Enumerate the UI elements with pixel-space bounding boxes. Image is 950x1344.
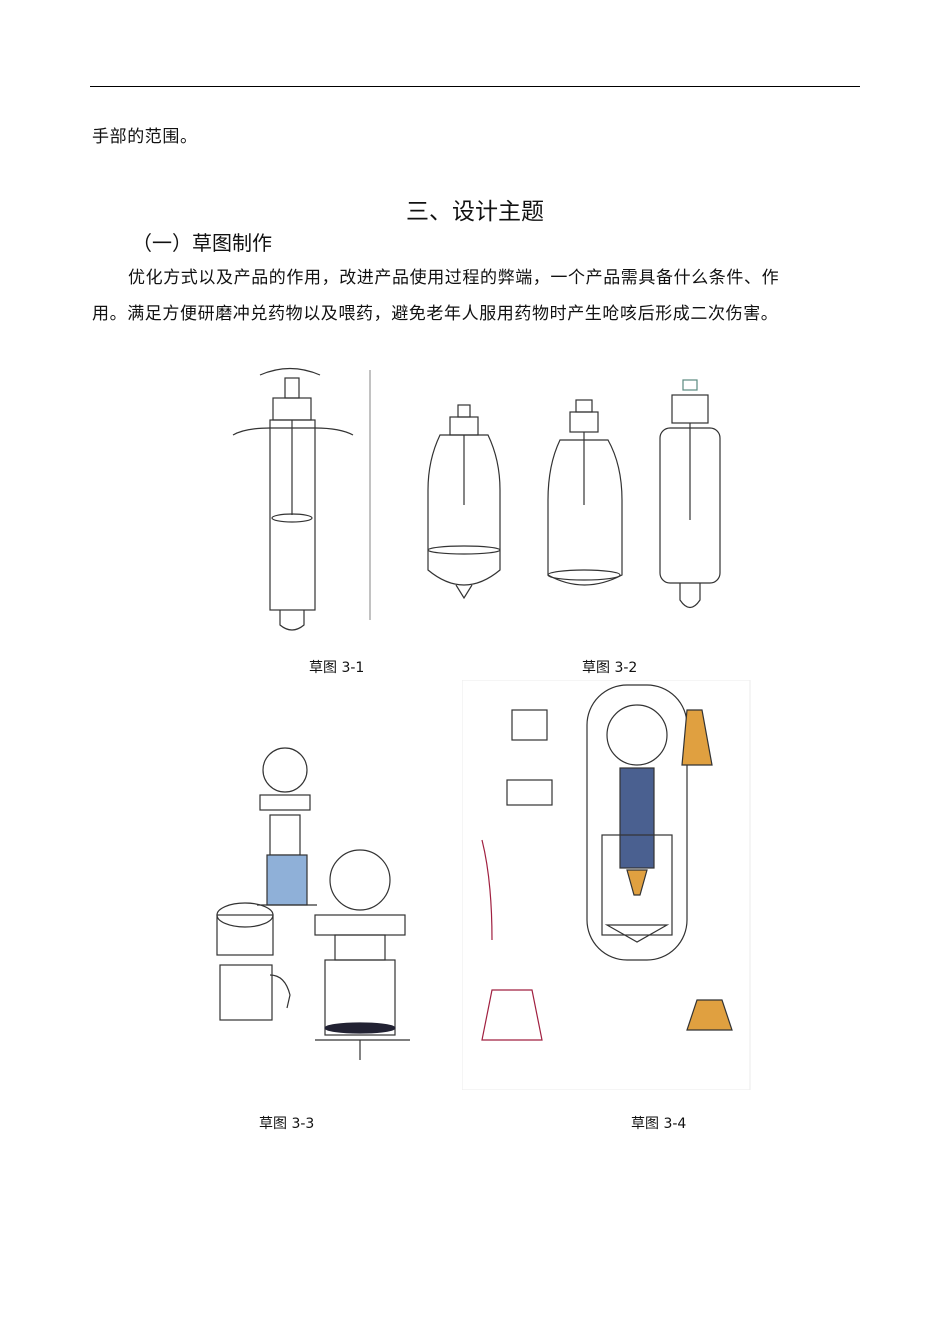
section-title: 三、设计主题 [406,199,544,225]
sketch-3-4-image [462,680,751,1090]
subsection-title: （一）草图制作 [132,231,272,255]
figure-3-2-caption: 草图 3-2 [582,660,638,676]
figure-3-4-caption: 草图 3-4 [631,1116,687,1132]
header-rule [90,86,860,87]
sketch-3-2-image [427,379,721,609]
paragraph-line-1: 优化方式以及产品的作用，改进产品使用过程的弊端，一个产品需具备什么条件、作 [128,268,780,288]
sketch-3-1-image [232,367,371,631]
sketch-3-3-image [216,747,410,1060]
figure-3-3-caption: 草图 3-3 [259,1116,315,1132]
continued-text: 手部的范围。 [92,127,198,147]
figure-3-1-caption: 草图 3-1 [309,660,365,676]
paragraph-line-2: 用。满足方便研磨冲兑药物以及喂药，避免老年人服用药物时产生呛咳后形成二次伤害。 [92,304,779,324]
